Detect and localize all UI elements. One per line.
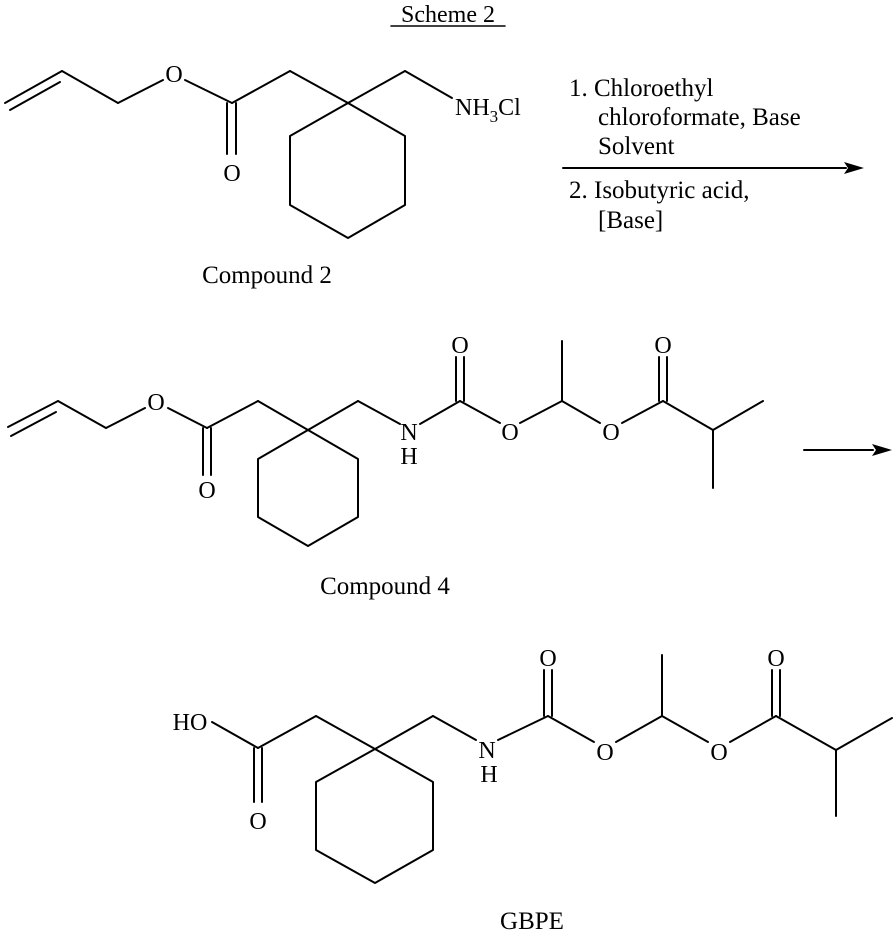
gbpe-hydroxyl: HO (173, 710, 208, 736)
gbpe-nitrogen: N (478, 738, 495, 764)
compound-2-subscript: 3 (490, 107, 499, 126)
compound-2-ammonium-label: NH3Cl (455, 95, 521, 126)
compound-2-nh: NH (455, 95, 490, 121)
gbpe-carbamate-oxygen: O (596, 740, 613, 766)
condition-line-5: [Base] (598, 207, 663, 234)
compound-4-structure (8, 341, 763, 546)
compound-4-carbonyl-oxygen: O (198, 478, 215, 504)
compound-4-acyloxy-oxygen: O (602, 420, 619, 446)
gbpe-nh-hydrogen: H (480, 762, 497, 788)
compound-4-carbamate-carbonyl-oxygen: O (451, 333, 468, 359)
gbpe-acyloxy-oxygen: O (710, 740, 727, 766)
gbpe-acyl-carbonyl-oxygen: O (767, 646, 784, 672)
gbpe-caption: GBPE (500, 908, 564, 935)
compound-2-chloride: Cl (498, 95, 521, 121)
compound-4-nh-hydrogen: H (400, 444, 417, 470)
condition-line-2: chloroformate, Base (598, 104, 801, 131)
condition-line-3: Solvent (598, 133, 674, 160)
gbpe-carbamate-carbonyl-oxygen: O (539, 646, 556, 672)
compound-4-ester-oxygen: O (147, 390, 164, 416)
condition-line-1: 1. Chloroethyl (569, 75, 713, 102)
compound-2-structure (5, 71, 452, 238)
scheme-title: Scheme 2 (401, 2, 495, 28)
compound-2-ester-oxygen: O (165, 62, 182, 88)
condition-line-4: 2. Isobutyric acid, (569, 177, 750, 204)
compound-4-nitrogen: N (400, 420, 417, 446)
compound-4-carbamate-oxygen: O (501, 420, 518, 446)
gbpe-acid-carbonyl-oxygen: O (249, 809, 266, 835)
compound-4-acyl-carbonyl-oxygen: O (654, 333, 671, 359)
compound-4-caption: Compound 4 (320, 573, 450, 600)
gbpe-structure (212, 655, 892, 883)
reaction-arrow-1 (563, 162, 864, 174)
reaction-arrow-2 (804, 444, 892, 456)
compound-2-caption: Compound 2 (202, 262, 332, 289)
compound-2-carbonyl-oxygen: O (223, 161, 240, 187)
